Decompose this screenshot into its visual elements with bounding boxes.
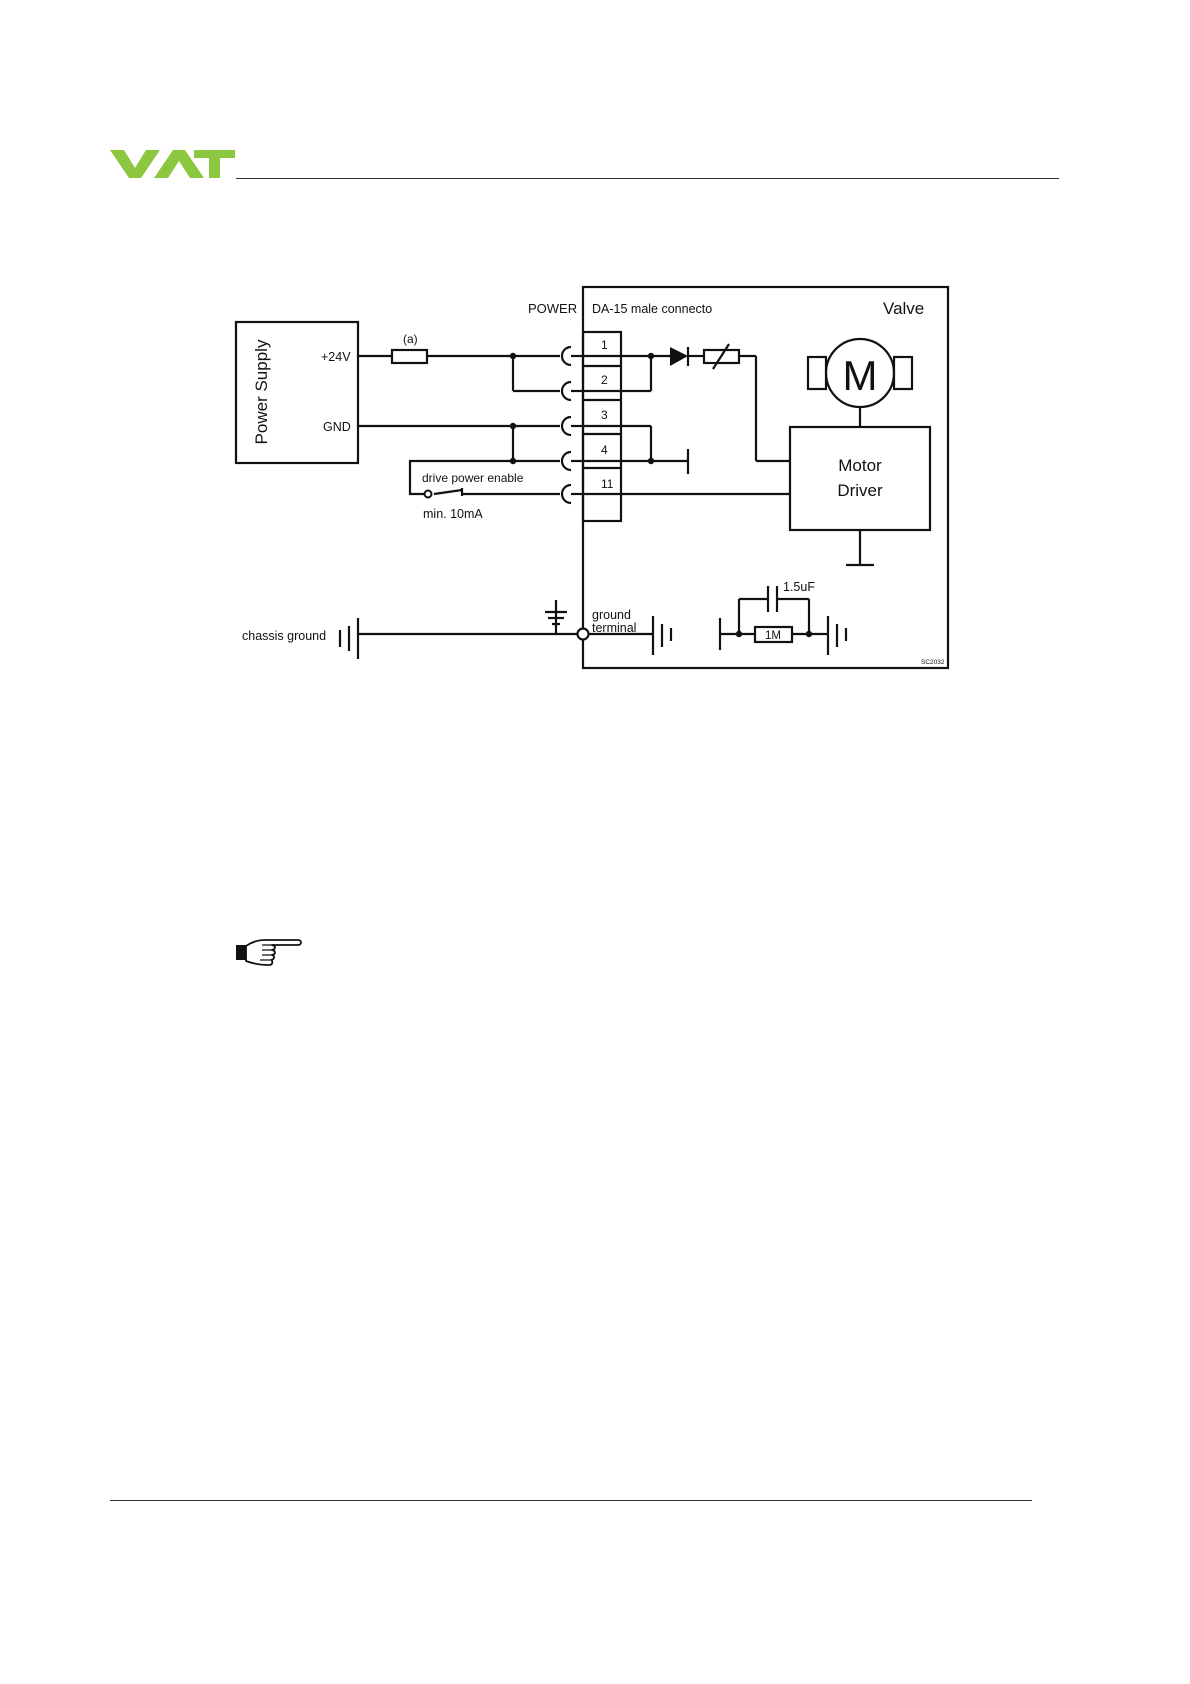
pin-3-label: 3 [601,408,608,422]
resistor-label: 1M [765,630,781,642]
min-current-label: min. 10mA [423,507,483,521]
pin-4-label: 4 [601,443,608,457]
pin-11-label: 11 [601,477,614,491]
power-label: POWER [528,301,577,316]
valve-label: Valve [883,299,924,318]
valve-box [583,287,948,668]
capacitor-label: 1.5uF [783,580,815,594]
motor-symbol-label: M [843,352,878,399]
connector-label: DA-15 male connecto [592,302,712,316]
drive-enable-label: drive power enable [422,471,524,485]
fuse-label: (a) [403,332,418,346]
ground-terminal-node [578,629,589,640]
motor-driver-line1: Motor [838,456,882,475]
motor-driver-line2: Driver [837,481,883,500]
diode-symbol [670,347,688,366]
plus24v-label: +24V [321,350,351,364]
ground-terminal-line1: ground [592,608,631,622]
drawing-code: SC2032 [921,659,945,666]
motor-driver-box [790,427,930,530]
pin-2-label: 2 [601,373,608,387]
ground-terminal-line2: terminal [592,621,636,635]
fuse-symbol [392,350,427,363]
gnd-label: GND [323,420,351,434]
pointing-hand-icon [232,934,304,968]
power-supply-label: Power Supply [252,339,271,444]
pin-1-label: 1 [601,338,608,352]
footer-rule [110,1500,1032,1501]
chassis-ground-label: chassis ground [242,629,326,643]
